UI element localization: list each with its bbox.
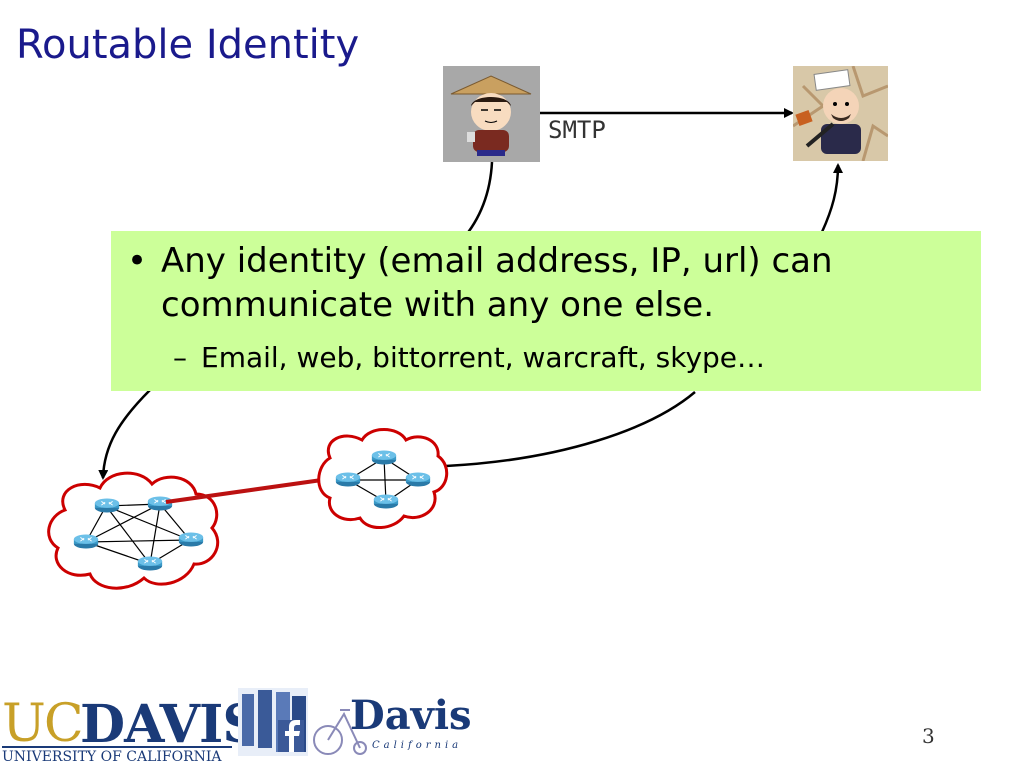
main-bullet-text: Any identity (email address, IP, url) ca… <box>161 241 833 325</box>
davis-city-logo: Davis California <box>310 690 472 760</box>
right-path-curve-upper <box>820 163 843 233</box>
slide-number: 3 <box>922 724 935 748</box>
bicycle-icon <box>313 709 367 755</box>
ucdavis-logo-subtitle: UNIVERSITY OF CALIFORNIA <box>2 746 232 765</box>
sender-avatar <box>443 66 540 162</box>
smtp-label: SMTP <box>548 116 606 144</box>
slide-title: Routable Identity <box>16 22 360 68</box>
sub-bullet-dash: – <box>173 341 187 374</box>
sub-bullet: –Email, web, bittorrent, warcraft, skype… <box>173 341 765 374</box>
main-bullet: • Any identity (email address, IP, url) … <box>127 239 927 327</box>
davis-city-state: California <box>372 740 463 751</box>
ucdavis-logo-davis: DAVIS <box>80 694 260 755</box>
receiver-avatar <box>793 66 888 161</box>
davis-city-name: Davis <box>350 692 472 739</box>
left-network-cloud <box>47 471 220 590</box>
right-network-cloud <box>317 428 449 529</box>
facebook-logo-icon <box>238 688 308 756</box>
bullet-dot: • <box>127 241 148 281</box>
ucdavis-logo-uc: UC <box>2 694 84 754</box>
left-path-curve-lower <box>98 389 151 480</box>
ucdavis-logo: UC DAVIS UNIVERSITY OF CALIFORNIA <box>0 694 260 765</box>
inter-cloud-link <box>165 476 337 504</box>
callout-box: • Any identity (email address, IP, url) … <box>111 231 981 391</box>
left-path-curve <box>461 161 494 241</box>
sub-bullet-text: Email, web, bittorrent, warcraft, skype… <box>201 341 766 374</box>
right-path-curve <box>445 391 696 468</box>
